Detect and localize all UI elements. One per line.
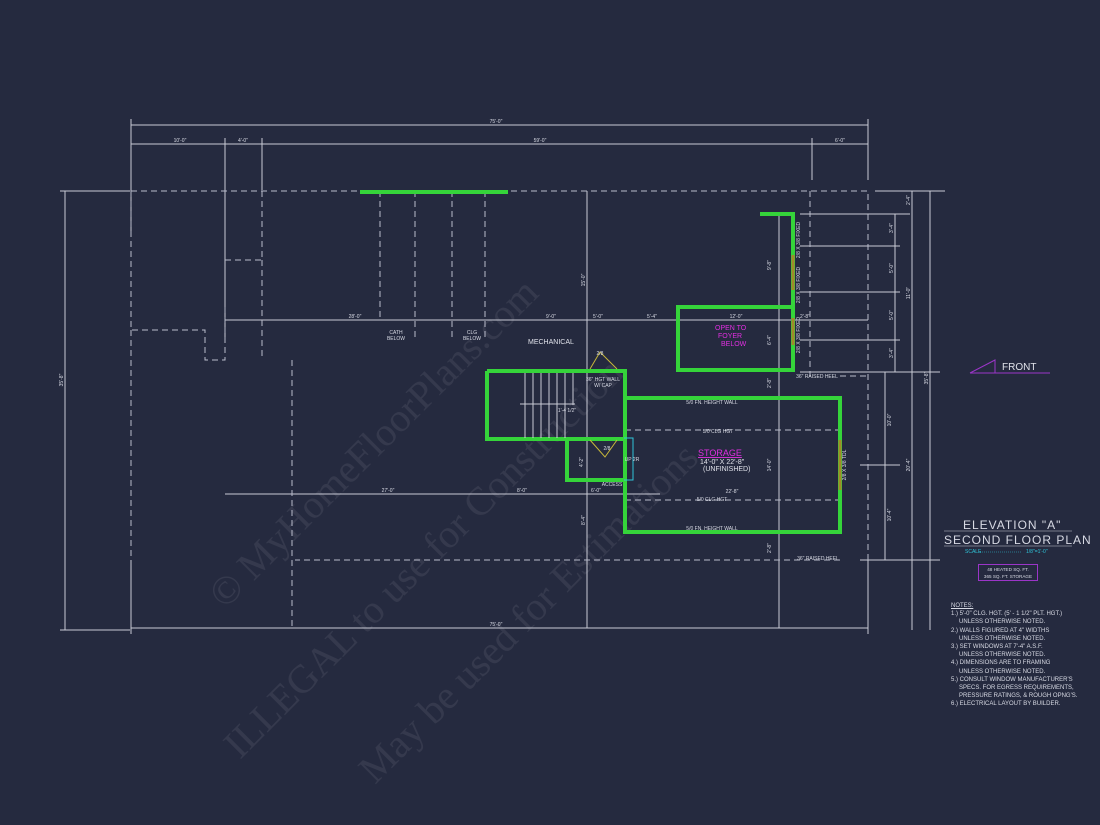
note-line: 5.) CONSULT WINDOW MANUFACTURER'S bbox=[951, 676, 1073, 683]
dimension-label: BELOW bbox=[463, 336, 481, 342]
dimension-label: 36" HGT WALL bbox=[586, 377, 620, 383]
note-line: UNLESS OTHERWISE NOTED. bbox=[959, 668, 1046, 675]
note-line: 4.) DIMENSIONS ARE TO FRAMING bbox=[951, 660, 1051, 667]
storage-area: 365 SQ. FT. STORAGE bbox=[983, 573, 1033, 579]
dimension-label: 28'-0" bbox=[349, 314, 362, 320]
note-line: 2.) WALLS FIGURED AT 4" WIDTHS bbox=[951, 627, 1050, 634]
open-foyer-label-2: FOYER bbox=[718, 333, 742, 340]
storage-label: STORAGE bbox=[698, 448, 742, 458]
vertical-dimension-label: 2'-4" bbox=[906, 195, 912, 205]
dimension-label: 5/0 FN. HEIGHT WALL bbox=[686, 526, 738, 532]
dimension-label: 5'-4" bbox=[647, 314, 657, 320]
watermark-copyright: © MyHomeFloorPlans.com bbox=[200, 269, 547, 616]
dimension-label: CLG bbox=[467, 330, 477, 336]
dimension-label: 5/0 CLG HGT bbox=[703, 429, 734, 435]
dimension-label: 27'-0" bbox=[382, 488, 395, 494]
storage-size: 14'-0" X 22'-8" bbox=[700, 459, 745, 466]
storage-wall bbox=[623, 396, 842, 534]
vertical-dimension-label: 8'-4" bbox=[581, 515, 587, 525]
dimension-label: 1'-4 1/2" bbox=[558, 408, 577, 414]
dimension-label: 59'-0" bbox=[534, 138, 547, 144]
dimension-label: 2/8 bbox=[604, 446, 611, 452]
note-line: UNLESS OTHERWISE NOTED. bbox=[959, 619, 1046, 626]
note-line: UNLESS OTHERWISE NOTED. bbox=[959, 652, 1046, 659]
dimension-label: W/ CAP bbox=[594, 383, 612, 389]
dimension-label: 8'-0" bbox=[517, 488, 527, 494]
note-line: PRESSURE RATINGS, & ROUGH OPNG'S. bbox=[959, 693, 1078, 700]
vertical-dimension-label: 2/8 X 3/8 FIXED bbox=[796, 222, 802, 259]
dimension-label: BELOW bbox=[387, 336, 405, 342]
dimension-label: 22'-8" bbox=[726, 489, 739, 495]
open-foyer-label-3: BELOW bbox=[721, 341, 747, 348]
watermark-estimations: May be used for Estimations bbox=[350, 434, 707, 791]
dimension-label: 36" RAISED HEEL bbox=[797, 556, 839, 562]
stairs bbox=[520, 373, 575, 438]
area-summary-box: 48 HEATED SQ. FT. 365 SQ. FT. STORAGE bbox=[978, 564, 1038, 581]
vertical-dimension-label: 5'-0" bbox=[889, 310, 895, 320]
dimension-label: UP 2R bbox=[625, 457, 640, 463]
storage-note: (UNFINISHED) bbox=[703, 466, 750, 473]
dimension-label: 5/0 CLG HGT bbox=[697, 497, 728, 503]
plan-title-line2: SECOND FLOOR PLAN bbox=[944, 533, 1092, 547]
vertical-dimension-label: 14'-0" bbox=[767, 458, 773, 471]
vertical-dimension-label: 35'-8" bbox=[924, 371, 930, 384]
vertical-dimension-label: 6'-4" bbox=[767, 335, 773, 345]
dimension-label: 75'-0" bbox=[490, 119, 503, 125]
dimension-label: 5'-0" bbox=[593, 314, 603, 320]
scale-label: SCALE bbox=[965, 549, 982, 555]
dimension-label: 2'-8" bbox=[800, 314, 810, 320]
mechanical-label: MECHANICAL bbox=[528, 339, 574, 346]
open-foyer-wall bbox=[676, 305, 795, 372]
open-foyer-label-1: OPEN TO bbox=[715, 325, 747, 332]
vertical-dimension-label: 2'-8" bbox=[767, 378, 773, 388]
vertical-dimension-label: 4'-2" bbox=[579, 457, 585, 467]
outline-below bbox=[130, 190, 869, 628]
dimension-label: 4'-0" bbox=[238, 138, 248, 144]
heated-area: 48 HEATED SQ. FT. bbox=[987, 567, 1029, 572]
vertical-dimension-label: 2/8 X 3/8 FIXED bbox=[796, 267, 802, 304]
vertical-dimension-label: 10'-4" bbox=[887, 508, 893, 521]
vertical-dimension-label: 20'-4" bbox=[906, 458, 912, 471]
dimension-lines bbox=[60, 119, 945, 634]
vertical-dimension-label: 35'-8" bbox=[59, 373, 65, 386]
dimension-label: CATH bbox=[389, 330, 403, 336]
dimension-label: 6'-0" bbox=[591, 488, 601, 494]
vertical-dimension-label: 5'-0" bbox=[889, 263, 895, 273]
vertical-dimension-label: 2/8 X 3/8 FIXED bbox=[796, 317, 802, 354]
dimension-labels: 75'-0" 10'-0" 4'-0" 59'-0" 6'-0" 28'-0" 9'-0" 5… bbox=[59, 119, 930, 628]
front-label: FRONT bbox=[1002, 362, 1036, 373]
vertical-dimension-label: 2/8 X 3/8 TDL bbox=[842, 449, 848, 480]
dimension-label: 75'-0" bbox=[490, 622, 503, 628]
dimension-label: 5/0 FN. HEIGHT WALL bbox=[686, 400, 738, 406]
notes-heading: NOTES: bbox=[951, 603, 974, 609]
dimension-label: ACCESS bbox=[602, 482, 623, 488]
vertical-dimension-label: 10'-0" bbox=[887, 413, 893, 426]
vertical-dimension-label: 15'-0" bbox=[581, 273, 587, 286]
vertical-dimension-label: 3'-4" bbox=[889, 223, 895, 233]
dimension-label: 10'-0" bbox=[174, 138, 187, 144]
note-line: 6.) ELECTRICAL LAYOUT BY BUILDER. bbox=[951, 701, 1061, 708]
vertical-dimension-label: 9'-8" bbox=[767, 260, 773, 270]
vertical-dimension-label: 3'-4" bbox=[889, 348, 895, 358]
front-arrow bbox=[969, 359, 1050, 374]
stair-room-wall bbox=[487, 369, 627, 482]
dimension-label: 12'-0" bbox=[730, 314, 743, 320]
note-line: 3.) SET WINDOWS AT 7'-4" A.S.F. bbox=[951, 644, 1043, 651]
vertical-dimension-label: 11'-0" bbox=[906, 287, 912, 300]
room-labels: MECHANICAL STORAGE 14'-0" X 22'-8" (UNFI… bbox=[528, 325, 1092, 555]
scale-value: 1/8"=1'-0" bbox=[1026, 549, 1048, 555]
dimension-label: 9'-0" bbox=[546, 314, 556, 320]
note-line: 1.) 5'-0" CLG. HGT. (5' - 1 1/2" PLT. HG… bbox=[951, 611, 1063, 618]
dimension-label: 6'-0" bbox=[835, 138, 845, 144]
dimension-label: 2/8 bbox=[597, 351, 604, 357]
doors bbox=[589, 255, 842, 490]
plan-title-line1: ELEVATION "A" bbox=[963, 518, 1061, 532]
note-line: UNLESS OTHERWISE NOTED. bbox=[959, 635, 1046, 642]
notes-block: NOTES: 1.) 5'-0" CLG. HGT. (5' - 1 1/2" … bbox=[951, 602, 1077, 709]
right-wall bbox=[760, 212, 795, 307]
note-line: SPECS. FOR EGRESS REQUIREMENTS, bbox=[959, 685, 1074, 692]
dimension-label: 36" RAISED HEEL bbox=[796, 374, 838, 380]
vertical-dimension-label: 2'-8" bbox=[767, 543, 773, 553]
